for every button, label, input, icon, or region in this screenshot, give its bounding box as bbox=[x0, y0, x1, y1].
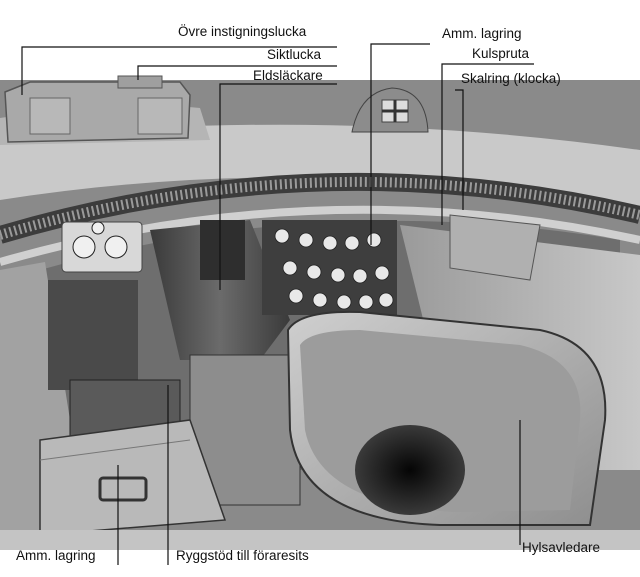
label-skalring: Skalring (klocka) bbox=[461, 71, 561, 86]
label-amm-lagring-top: Amm. lagring bbox=[442, 26, 522, 41]
label-amm-lagring-bottom: Amm. lagring bbox=[16, 548, 96, 563]
ammo-rack bbox=[262, 220, 397, 315]
turret-roof bbox=[0, 124, 640, 210]
label-kulspruta: Kulspruta bbox=[472, 46, 530, 61]
label-eldslackare: Eldsläckare bbox=[253, 68, 323, 83]
label-siktlucka: Siktlucka bbox=[267, 47, 322, 62]
instrument-panel bbox=[61, 221, 143, 273]
vision-hatch bbox=[117, 75, 163, 89]
leader-ovre bbox=[21, 46, 337, 95]
label-hylsavledare: Hylsavledare bbox=[522, 540, 601, 555]
label-ryggstod: Ryggstöd till föraresits bbox=[176, 548, 309, 563]
label-ovre-instigningslucka: Övre instigningslucka bbox=[178, 24, 307, 39]
deflector-opening bbox=[355, 425, 465, 515]
